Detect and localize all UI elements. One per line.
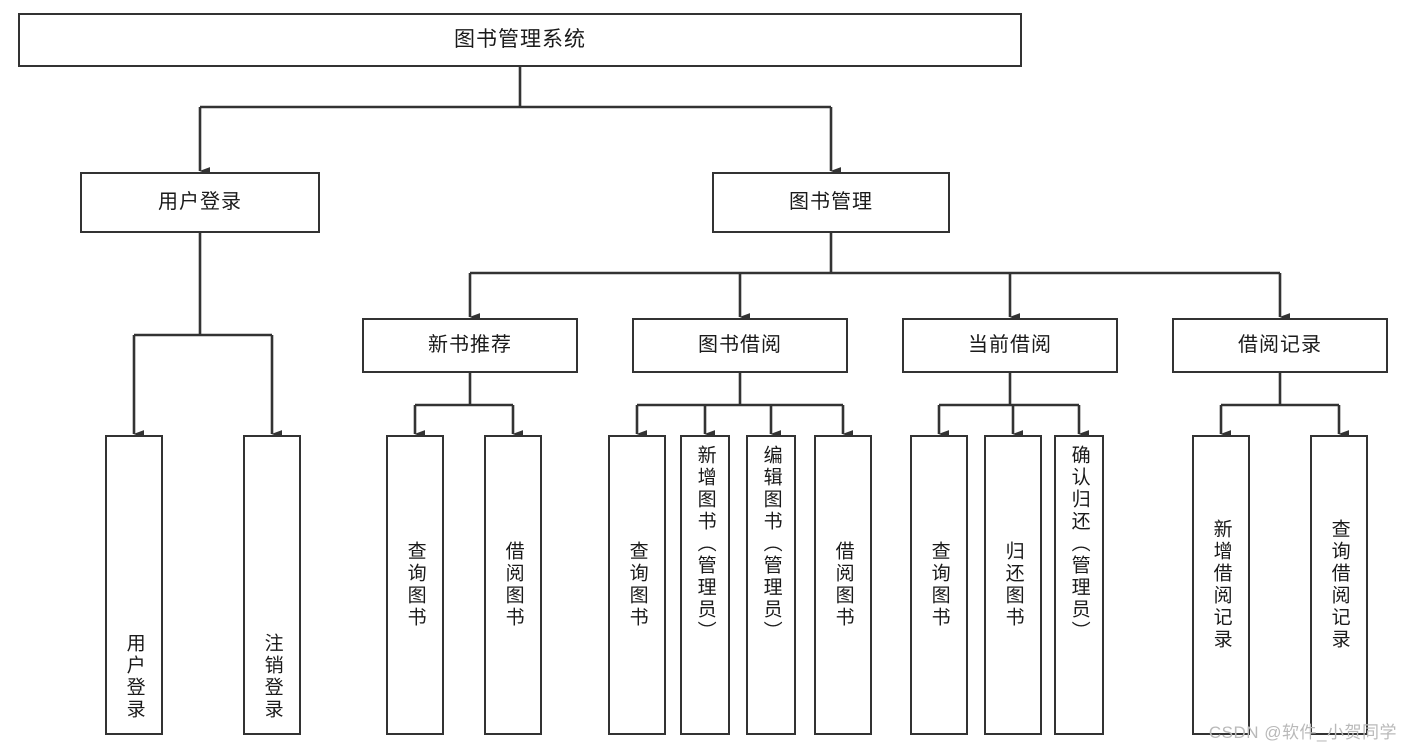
node-label: 用户登录 xyxy=(123,633,145,721)
node-current[interactable]: 当前借阅 xyxy=(902,318,1118,373)
node-label: 查询图书 xyxy=(626,541,648,629)
node-label: 借阅图书 xyxy=(502,541,524,629)
node-label: 注销登录 xyxy=(261,633,283,721)
node-label: 图书借阅 xyxy=(698,334,782,357)
node-root[interactable]: 图书管理系统 xyxy=(18,13,1022,67)
node-l-q1[interactable]: 查询图书 xyxy=(386,435,444,735)
watermark-text: CSDN @软件_小贺同学 xyxy=(1208,723,1397,742)
node-label: 查询图书 xyxy=(928,541,950,629)
node-label: 图书管理 xyxy=(789,191,873,214)
node-label: 查询图书 xyxy=(404,541,426,629)
node-label: 新增借阅记录 xyxy=(1210,519,1232,651)
node-label: 新增图书（管理员） xyxy=(694,445,716,643)
node-l-b1[interactable]: 借阅图书 xyxy=(484,435,542,735)
node-label: 编辑图书（管理员） xyxy=(760,445,782,643)
node-l-q3[interactable]: 查询图书 xyxy=(910,435,968,735)
node-label: 图书管理系统 xyxy=(454,28,586,52)
node-l-b2[interactable]: 借阅图书 xyxy=(814,435,872,735)
node-l-addrec[interactable]: 新增借阅记录 xyxy=(1192,435,1250,735)
node-l-qrec[interactable]: 查询借阅记录 xyxy=(1310,435,1368,735)
node-l-add[interactable]: 新增图书（管理员） xyxy=(680,435,730,735)
node-l-logout[interactable]: 注销登录 xyxy=(243,435,301,735)
node-label: 用户登录 xyxy=(158,191,242,214)
node-l-confirm[interactable]: 确认归还（管理员） xyxy=(1054,435,1104,735)
node-label: 确认归还（管理员） xyxy=(1068,445,1090,643)
node-l-return[interactable]: 归还图书 xyxy=(984,435,1042,735)
node-records[interactable]: 借阅记录 xyxy=(1172,318,1388,373)
node-l-q2[interactable]: 查询图书 xyxy=(608,435,666,735)
node-bookmgmt[interactable]: 图书管理 xyxy=(712,172,950,233)
node-label: 借阅图书 xyxy=(832,541,854,629)
node-label: 查询借阅记录 xyxy=(1328,519,1350,651)
node-label: 借阅记录 xyxy=(1238,334,1322,357)
node-login[interactable]: 用户登录 xyxy=(80,172,320,233)
node-newbook[interactable]: 新书推荐 xyxy=(362,318,578,373)
node-l-edit[interactable]: 编辑图书（管理员） xyxy=(746,435,796,735)
node-l-userlogin[interactable]: 用户登录 xyxy=(105,435,163,735)
node-borrow[interactable]: 图书借阅 xyxy=(632,318,848,373)
node-label: 当前借阅 xyxy=(968,334,1052,357)
node-label: 新书推荐 xyxy=(428,334,512,357)
node-label: 归还图书 xyxy=(1002,541,1024,629)
